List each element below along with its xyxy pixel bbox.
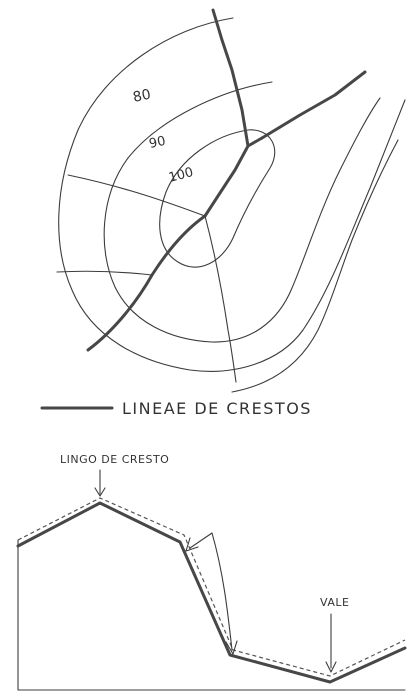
ridge-upper	[205, 138, 262, 216]
ridge-northeast	[262, 72, 365, 138]
slope-arrow-a	[190, 533, 212, 548]
contour-label-100: 100	[167, 165, 195, 186]
crest-label: LINGO DE CRESTO	[60, 453, 169, 466]
slope-arrowhead-a	[186, 538, 198, 551]
contour-label-90: 90	[148, 134, 167, 152]
line-southwest	[57, 271, 152, 275]
profile-dashed	[18, 498, 405, 676]
contour-90	[104, 82, 380, 342]
slope-arrow-b	[212, 533, 232, 650]
valley-label: VALE	[320, 596, 349, 609]
profile-section: LINGO DE CRESTO VALE	[18, 453, 405, 690]
ridge-lines	[88, 10, 365, 350]
ridge-main	[88, 216, 205, 350]
ridge-north	[213, 10, 248, 146]
drainage-lines	[57, 175, 236, 382]
legend: LINEAE DE CRESTOS	[42, 399, 312, 418]
contour-label-80: 80	[132, 87, 153, 106]
legend-label: LINEAE DE CRESTOS	[122, 399, 312, 418]
contour-90b	[232, 140, 398, 392]
profile-terrain	[18, 503, 405, 682]
